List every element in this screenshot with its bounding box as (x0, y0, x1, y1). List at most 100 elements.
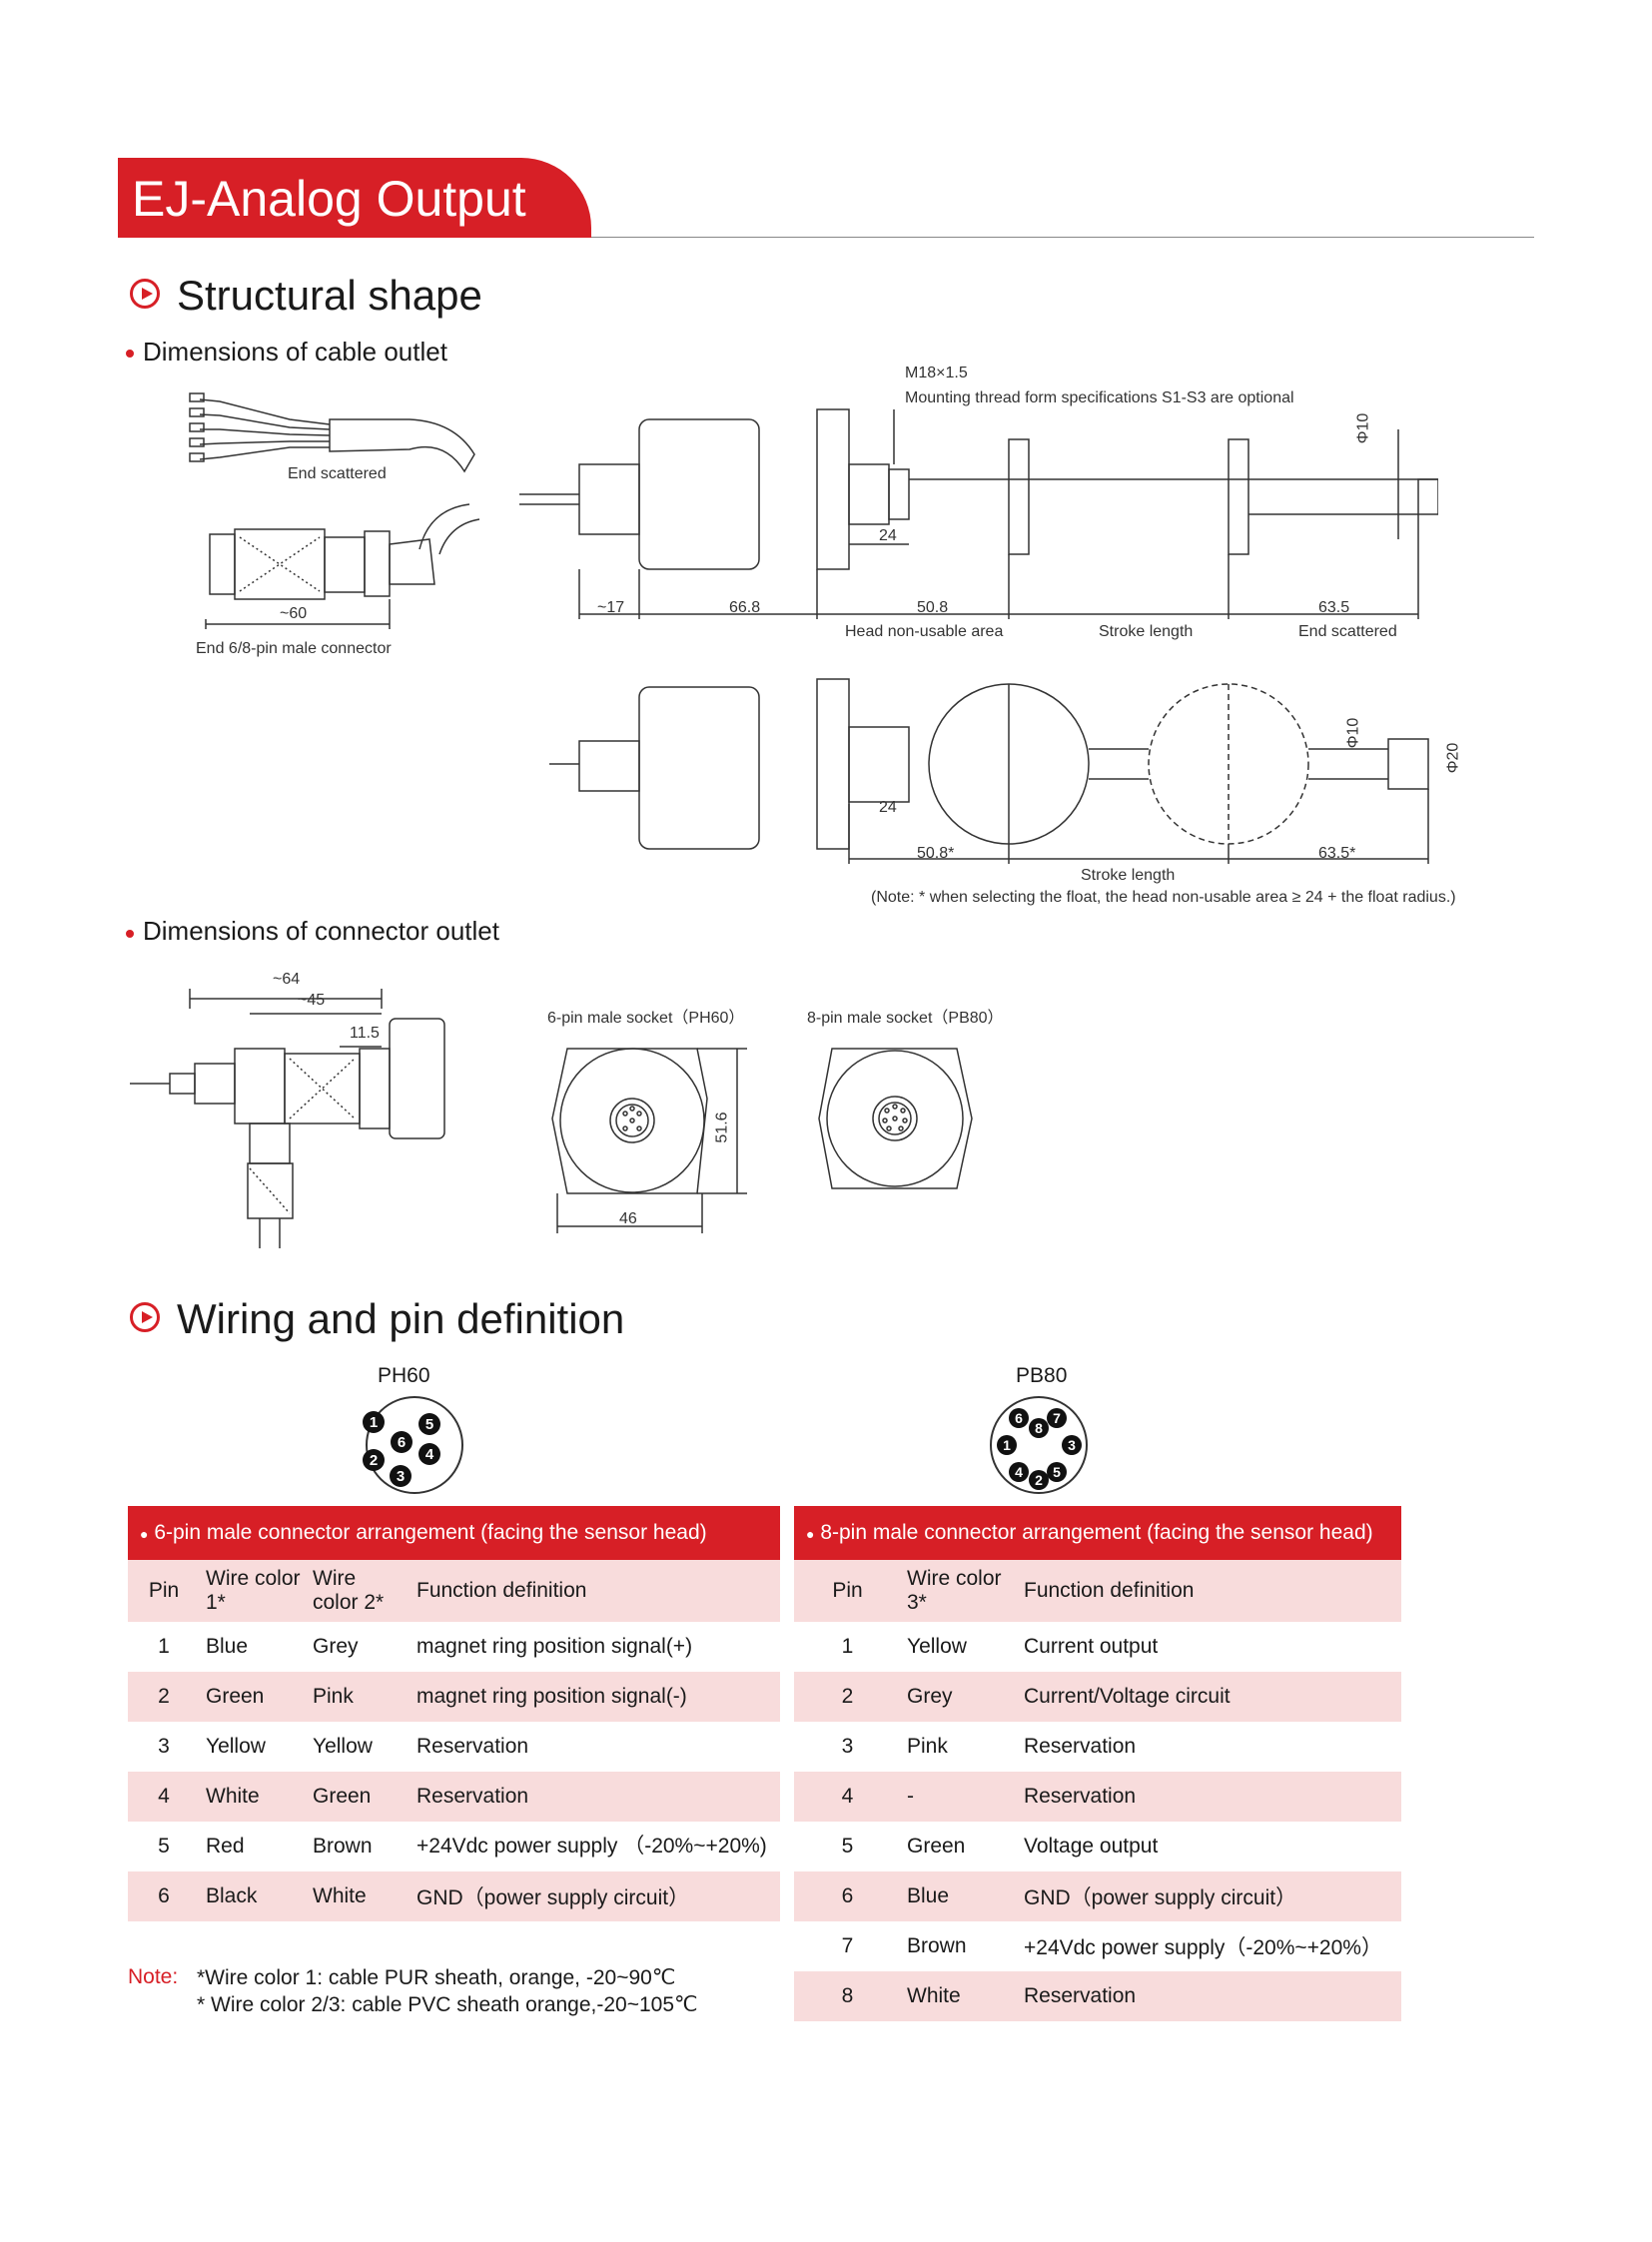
pin-cell: 3 (158, 1735, 170, 1758)
table-row: 4 - Reservation (794, 1772, 1401, 1822)
table-row: 1 Blue Grey magnet ring position signal(… (128, 1622, 780, 1672)
float-phi20-label: Φ20 (1444, 742, 1462, 774)
color2-cell: Brown (313, 1835, 373, 1858)
function-cell: Reservation (1018, 1971, 1401, 2021)
ph60-pin-3: 3 (397, 1468, 405, 1485)
pb80-label: PB80 (1016, 1364, 1068, 1387)
subsection-cable-outlet: Dimensions of cable outlet (143, 337, 447, 367)
pin-cell: 7 (841, 1934, 854, 1957)
head-area-label: Head non-usable area (845, 623, 1004, 640)
function-cell: GND（power supply circuit） (411, 1871, 780, 1921)
function-cell: Reservation (1018, 1772, 1401, 1822)
ph60-pin-1: 1 (370, 1414, 378, 1431)
table-row: 7 Brown +24Vdc power supply（-20%~+20%） (794, 1921, 1401, 1971)
color3-cell: Blue (901, 1871, 1018, 1921)
table6-header-color2: Wire color 2* (307, 1560, 411, 1622)
socket6-label: 6-pin male socket（PH60） (547, 1010, 745, 1027)
connector-length-label: ~60 (280, 605, 308, 622)
table6-title: ● 6-pin male connector arrangement (faci… (128, 1506, 780, 1560)
color1-cell: Red (206, 1835, 245, 1858)
table8-header-function: Function definition (1018, 1560, 1401, 1622)
page-title: EJ-Analog Output (132, 171, 526, 227)
color3-cell: Yellow (907, 1635, 967, 1658)
pin-cell: 1 (841, 1635, 854, 1658)
pb80-pin-1: 1 (1003, 1437, 1011, 1453)
function-cell: Current/Voltage circuit (1018, 1672, 1401, 1722)
pb80-pin-5: 5 (1053, 1464, 1061, 1480)
table8-header-pin: Pin (794, 1560, 901, 1622)
float-dim-24-label: 24 (879, 799, 897, 816)
pb80-pin-3: 3 (1068, 1437, 1076, 1453)
table-8pin: ● 8-pin male connector arrangement (faci… (794, 1506, 1401, 2021)
table6-header-color1: Wire color 1* (200, 1560, 307, 1622)
dim-24-label: 24 (879, 527, 897, 544)
table-row: 2 Green Pink magnet ring position signal… (128, 1672, 780, 1722)
dim-508-label: 50.8 (917, 599, 949, 616)
color2-cell: White (307, 1871, 411, 1921)
function-cell: GND（power supply circuit） (1018, 1871, 1401, 1921)
play-icon (130, 279, 160, 309)
color3-cell: Green (907, 1835, 966, 1858)
cable-outlet-drawing (519, 408, 1438, 619)
pin-cell: 3 (841, 1735, 854, 1758)
pin-cell: 4 (794, 1772, 901, 1822)
table6-header-function: Function definition (411, 1560, 780, 1622)
dim-46-label: 46 (619, 1210, 637, 1227)
color3-cell: Brown (907, 1934, 967, 1957)
pb80-pin-6: 6 (1015, 1410, 1023, 1426)
color1-cell: Yellow (206, 1735, 266, 1758)
dim-516-label: 51.6 (713, 1112, 731, 1143)
float-phi10-label: Φ10 (1344, 717, 1362, 749)
table-row: 2 Grey Current/Voltage circuit (794, 1672, 1401, 1722)
float-dim-635-label: 63.5* (1318, 845, 1356, 862)
stroke-length-label: Stroke length (1099, 623, 1194, 640)
function-cell: Reservation (416, 1735, 529, 1758)
pin-cell: 6 (794, 1871, 901, 1921)
table-row: 5 Green Voltage output (794, 1822, 1401, 1871)
table-row: 5 Red Brown +24Vdc power supply （-20%~+2… (128, 1822, 780, 1871)
pin-cell: 1 (158, 1635, 170, 1658)
socket8-label: 8-pin male socket（PB80） (807, 1010, 1004, 1027)
table-row: 6 Blue GND（power supply circuit） (794, 1871, 1401, 1921)
table8-header-color3: Wire color 3* (901, 1560, 1018, 1622)
function-cell: +24Vdc power supply （-20%~+20%) (416, 1835, 767, 1858)
cable-end-drawing (189, 392, 480, 629)
table-row: 1 Yellow Current output (794, 1622, 1401, 1672)
float-note: (Note: * when selecting the float, the h… (871, 889, 1456, 906)
function-cell: +24Vdc power supply（-20%~+20%） (1024, 1936, 1382, 1959)
ph60-pin-4: 4 (425, 1446, 434, 1463)
pin-cell: 4 (128, 1772, 200, 1822)
color2-cell: Pink (307, 1672, 411, 1722)
play-icon (130, 1302, 160, 1332)
ph60-pin-2: 2 (370, 1452, 378, 1469)
table-row: 6 Black White GND（power supply circuit） (128, 1871, 780, 1921)
table6-title-text: 6-pin male connector arrangement (facing… (154, 1520, 707, 1544)
bullet-icon (126, 930, 134, 938)
ph60-pin-5: 5 (425, 1416, 433, 1433)
note-line-2: * Wire color 2/3: cable PVC sheath orang… (197, 1993, 698, 2016)
title-banner (118, 158, 591, 238)
function-cell: Voltage output (1024, 1835, 1159, 1858)
function-cell: magnet ring position signal(-) (411, 1672, 780, 1722)
float-stroke-label: Stroke length (1081, 867, 1176, 884)
note-line-1: *Wire color 1: cable PUR sheath, orange,… (197, 1966, 676, 1989)
color1-cell: Green (200, 1672, 307, 1722)
table8-title-text: 8-pin male connector arrangement (facing… (820, 1520, 1373, 1544)
dim-115-label: 11.5 (350, 1025, 380, 1042)
section-title-wiring: Wiring and pin definition (177, 1295, 625, 1342)
socket-drawings (551, 1048, 973, 1233)
color2-cell: Green (307, 1772, 411, 1822)
color3-cell: - (901, 1772, 1018, 1822)
pb80-pin-4: 4 (1015, 1464, 1023, 1480)
ph60-label: PH60 (378, 1364, 430, 1387)
dim-635-label: 63.5 (1318, 599, 1350, 616)
note-label: Note: (128, 1965, 179, 1988)
pin-cell: 2 (128, 1672, 200, 1722)
end-scattered-label: End scattered (288, 465, 387, 482)
pin-cell: 5 (158, 1835, 170, 1858)
bullet-icon (126, 350, 134, 358)
ph60-pin-diagram: 1 2 3 4 5 6 (363, 1396, 463, 1494)
table-row: 4 White Green Reservation (128, 1772, 780, 1822)
color1-cell: Blue (206, 1635, 249, 1658)
ph60-pin-6: 6 (398, 1434, 406, 1451)
